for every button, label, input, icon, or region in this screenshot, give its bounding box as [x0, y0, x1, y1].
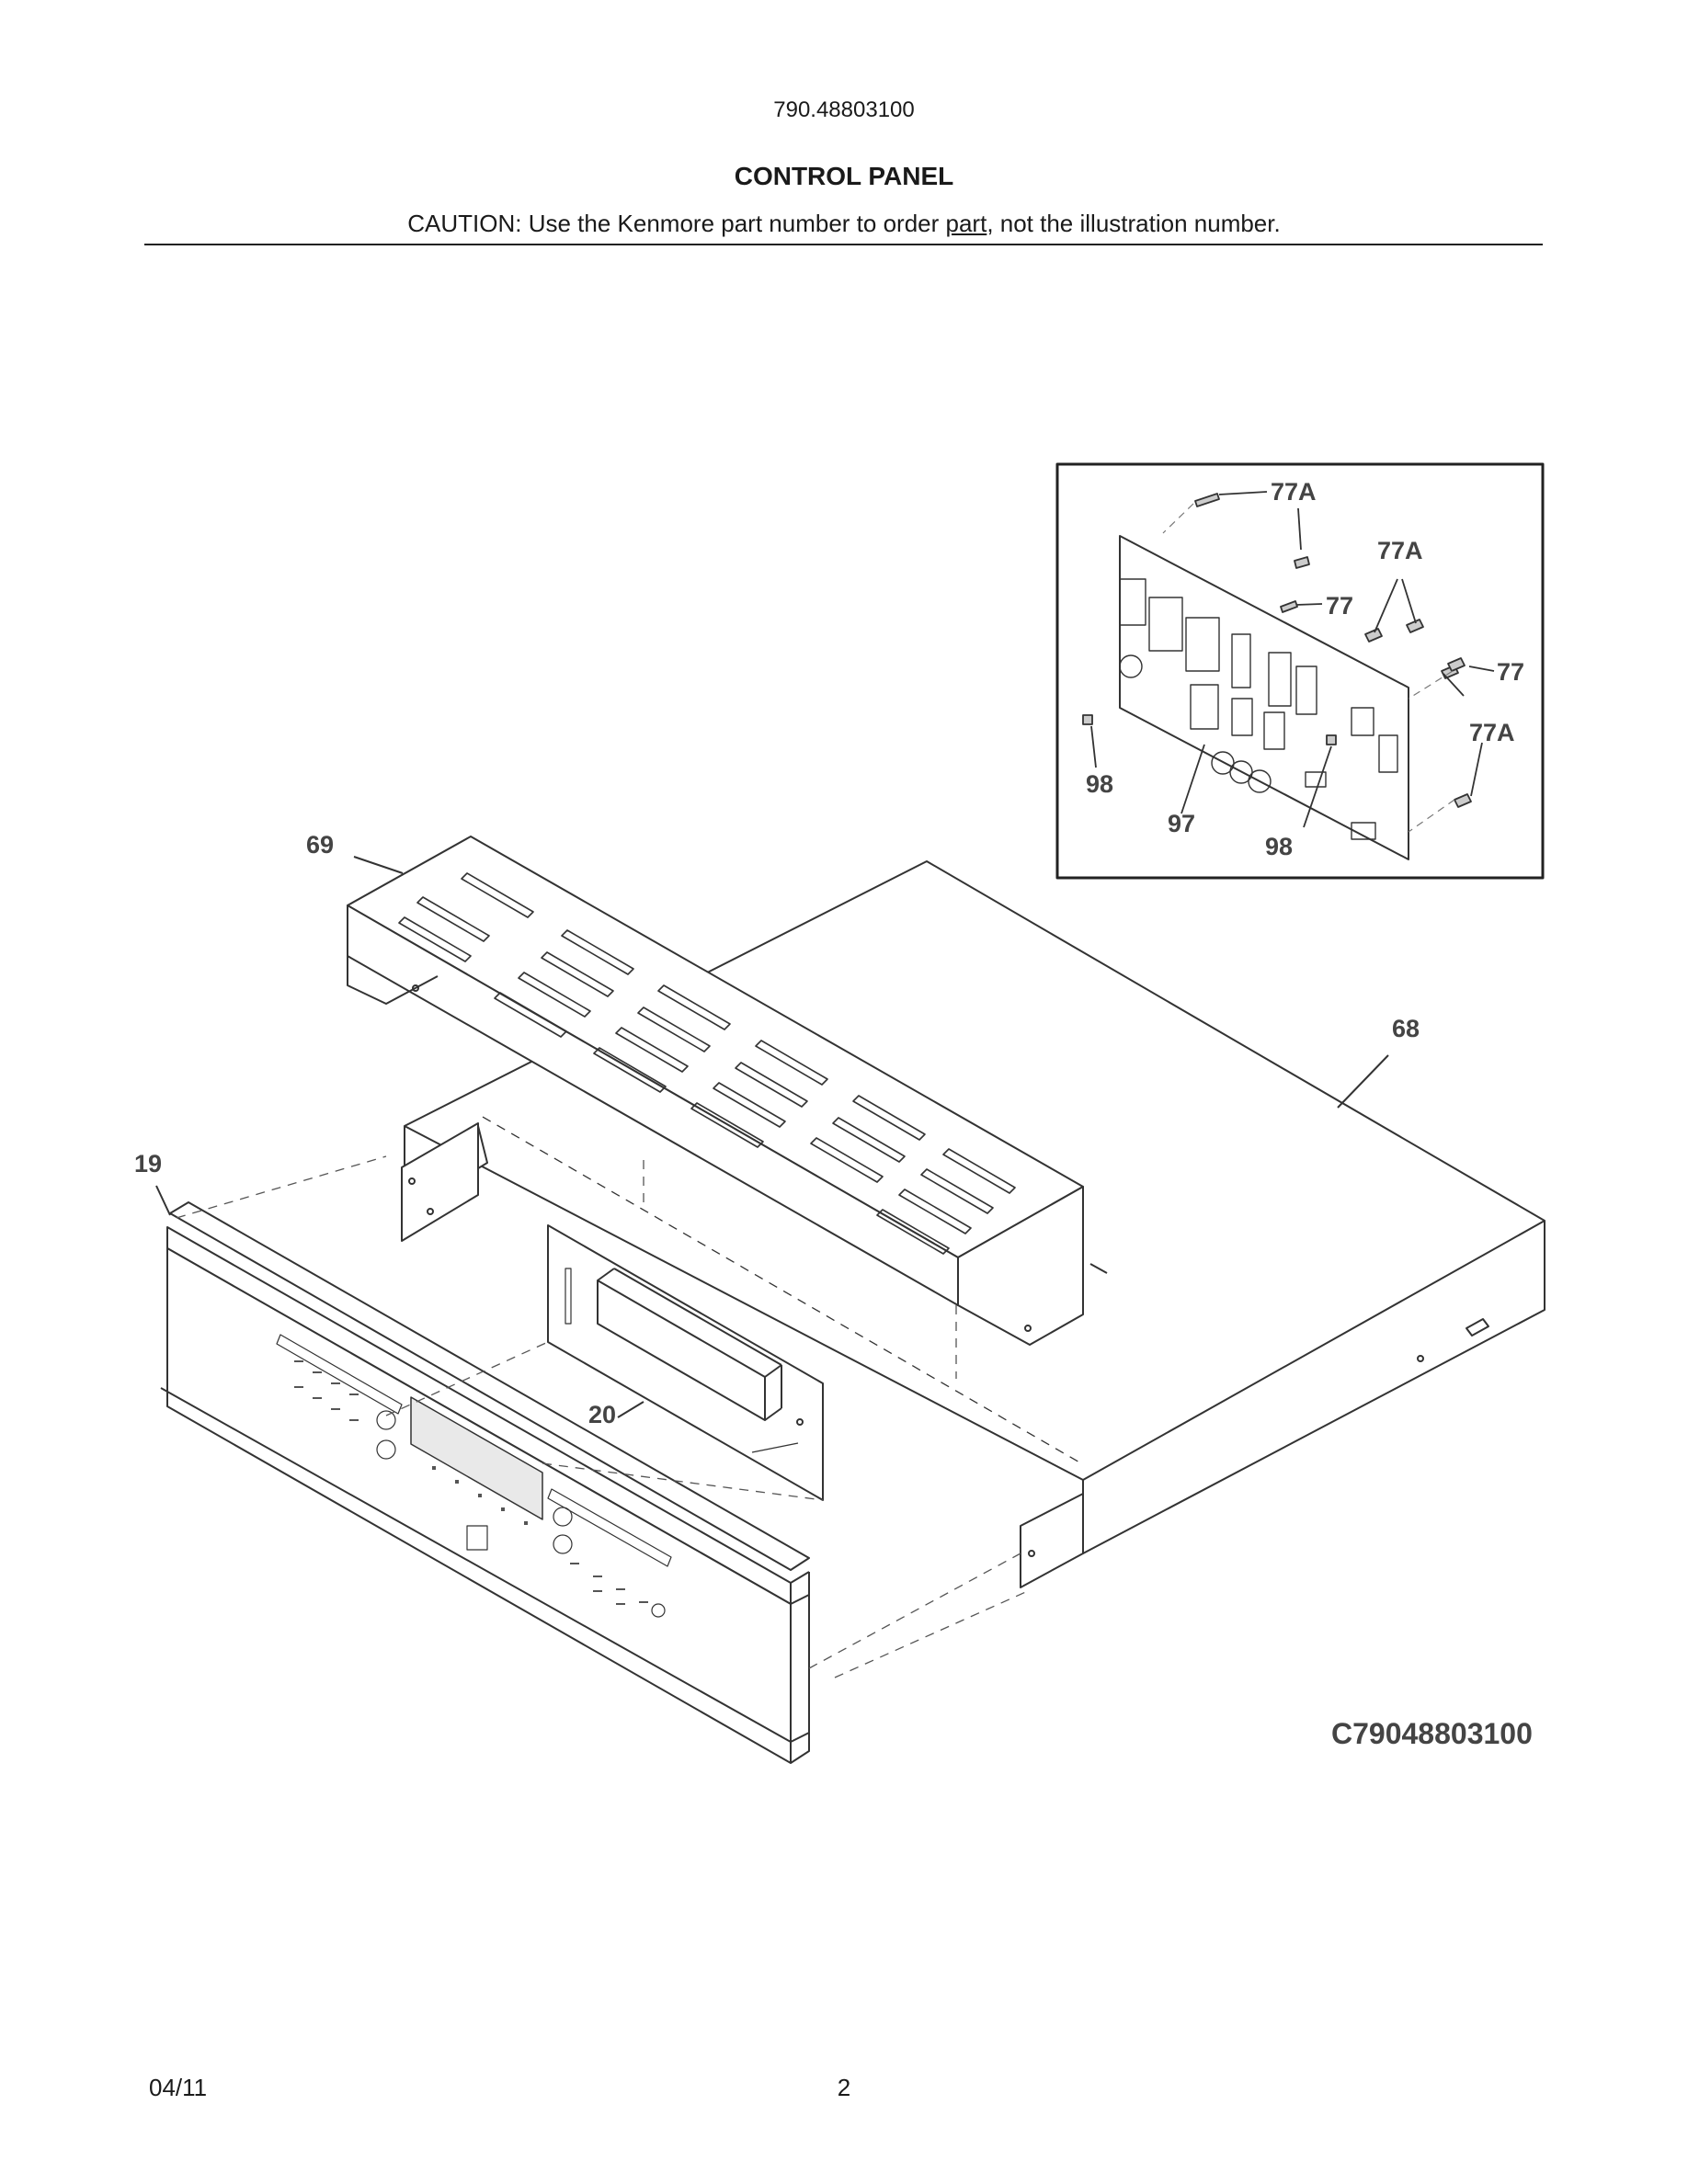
callout-97: 97	[1168, 810, 1195, 837]
caution-underlined: part	[945, 210, 987, 237]
part-19-console	[160, 1201, 810, 1764]
callout-77-right: 77	[1497, 658, 1524, 686]
callout-77-middle: 77	[1326, 592, 1353, 620]
caution-note: CAUTION: Use the Kenmore part number to …	[0, 210, 1688, 238]
callout-77a-upper-right: 77A	[1377, 537, 1423, 564]
leader-lines	[155, 856, 1389, 1418]
inset-fasteners	[1082, 491, 1495, 833]
callout-68: 68	[1392, 1015, 1420, 1042]
callout-69: 69	[306, 831, 334, 859]
caution-suffix: , not the illustration number.	[987, 210, 1281, 237]
page-number: 2	[837, 2074, 851, 2101]
header-divider	[144, 244, 1543, 245]
part-20-control-board	[547, 1224, 824, 1501]
chassis-rear-bracket	[401, 1122, 479, 1242]
callout-77a-lower-right: 77A	[1469, 719, 1515, 746]
page-title: CONTROL PANEL	[734, 162, 954, 190]
drawing-code: C79048803100	[1331, 1717, 1533, 1750]
relay-board	[1119, 535, 1409, 860]
callout-19: 19	[134, 1150, 162, 1177]
caution-prefix: CAUTION: Use the Kenmore part number to …	[407, 210, 946, 237]
callout-98-bottom: 98	[1265, 833, 1293, 860]
callout-98-left: 98	[1086, 770, 1113, 798]
callout-77a-top: 77A	[1271, 478, 1317, 506]
alignment-lines	[176, 1155, 1031, 1678]
part-69-vented-cover	[347, 836, 1108, 1346]
revision-date: 04/11	[149, 2074, 208, 2101]
callout-20: 20	[588, 1401, 616, 1428]
model-number: 790.48803100	[773, 97, 915, 122]
